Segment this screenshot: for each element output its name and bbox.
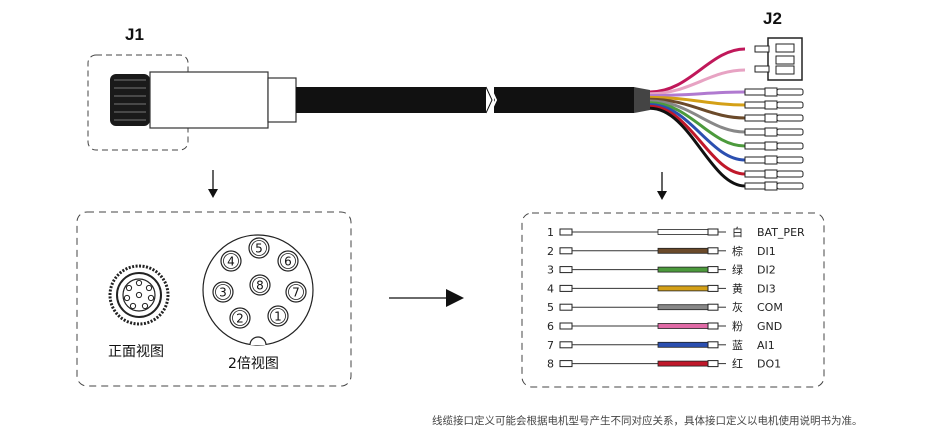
fanout-wire [649, 97, 746, 120]
pin-number: 5 [255, 241, 263, 255]
j2-plug [754, 37, 803, 81]
wire-number: 4 [547, 282, 554, 295]
wire-color-label: 棕 [732, 244, 743, 258]
pin-2: 2 [229, 307, 251, 329]
wire-terminal [744, 127, 804, 137]
arrow-right [389, 289, 464, 307]
wire-terminal [744, 169, 804, 179]
pin-number: 7 [292, 285, 300, 299]
wire-color-label: 黄 [732, 281, 743, 295]
wire-terminal [744, 141, 804, 151]
wire-signal-label: DI3 [757, 282, 776, 295]
fanout-wire [649, 47, 746, 94]
wire-number: 8 [547, 358, 554, 371]
j1-connector [110, 71, 297, 129]
wire-signal-label: DI1 [757, 245, 776, 258]
wire-row: 6 粉 GND [547, 320, 782, 333]
wire-terminal [744, 181, 804, 191]
fanout-wire [649, 106, 746, 188]
j1-label: J1 [125, 25, 144, 44]
wire-signal-label: DO1 [757, 358, 781, 371]
fanout-wires [649, 47, 804, 191]
wire-row: 1 白 BAT_PER [547, 225, 805, 239]
fanout-wire [649, 104, 746, 176]
pin-number: 3 [219, 285, 227, 299]
footnote: 线缆接口定义可能会根据电机型号产生不同对应关系，具体接口定义以电机使用说明书为准… [432, 414, 863, 427]
wire-number: 6 [547, 320, 554, 333]
pin-5: 5 [248, 237, 270, 259]
fanout-wire [649, 103, 746, 162]
wire-number: 2 [547, 245, 554, 258]
pin-number: 4 [227, 254, 235, 268]
pin-8: 8 [249, 274, 271, 296]
wire-row: 7 蓝 AI1 [547, 339, 775, 352]
fanout-wire [649, 101, 746, 148]
front-view-connector [108, 264, 170, 326]
wire-terminal [744, 100, 804, 110]
wire-row: 2 棕 DI1 [547, 244, 776, 258]
arrow-down-right [657, 172, 667, 200]
wire-color-label: 绿 [732, 263, 743, 277]
wire-number: 3 [547, 264, 554, 277]
fanout-wire [649, 95, 746, 107]
wire-number: 1 [547, 226, 554, 239]
wire-signal-label: AI1 [757, 339, 775, 352]
wire-table: 1 白 BAT_PER 2 棕 DI1 3 绿 DI2 4 黄 DI3 5 灰 COM 6 粉 GND 7 蓝 AI1 8… [547, 225, 805, 371]
wire-terminal [744, 155, 804, 165]
wire-number: 5 [547, 301, 554, 314]
j2-label: J2 [763, 9, 782, 28]
pin-7: 7 [285, 281, 307, 303]
wire-color-label: 白 [732, 225, 743, 239]
arrow-down-left [208, 170, 218, 198]
cable [296, 86, 650, 114]
wire-signal-label: COM [757, 301, 783, 314]
wire-row: 8 红 DO1 [547, 358, 781, 371]
pin-6: 6 [277, 250, 299, 272]
fanout-wire [649, 90, 746, 98]
pin-number: 2 [236, 311, 244, 325]
pin-4: 4 [220, 250, 242, 272]
wire-signal-label: GND [757, 320, 782, 333]
wire-signal-label: BAT_PER [757, 226, 805, 239]
fanout-wire [649, 68, 746, 96]
wire-color-label: 灰 [732, 300, 743, 314]
wire-row: 4 黄 DI3 [547, 281, 776, 295]
wire-table-box [521, 212, 825, 388]
pin-3: 3 [212, 281, 234, 303]
front-view-caption: 正面视图 [108, 344, 164, 360]
fanout-wire [649, 99, 746, 134]
views-box [76, 211, 352, 387]
pin-number: 8 [256, 278, 264, 292]
wire-terminal [744, 87, 804, 97]
wire-signal-label: DI2 [757, 264, 776, 277]
wire-color-label: 蓝 [732, 339, 743, 352]
pin-number: 1 [274, 309, 282, 323]
wire-terminal [744, 113, 804, 123]
wire-row: 5 灰 COM [547, 300, 783, 314]
pin-number: 6 [284, 254, 292, 268]
wire-row: 3 绿 DI2 [547, 263, 776, 277]
wire-color-label: 红 [732, 358, 743, 371]
pin-1: 1 [267, 305, 289, 327]
pin-view-caption: 2倍视图 [228, 356, 279, 372]
wire-color-label: 粉 [732, 320, 743, 333]
wire-number: 7 [547, 339, 554, 352]
